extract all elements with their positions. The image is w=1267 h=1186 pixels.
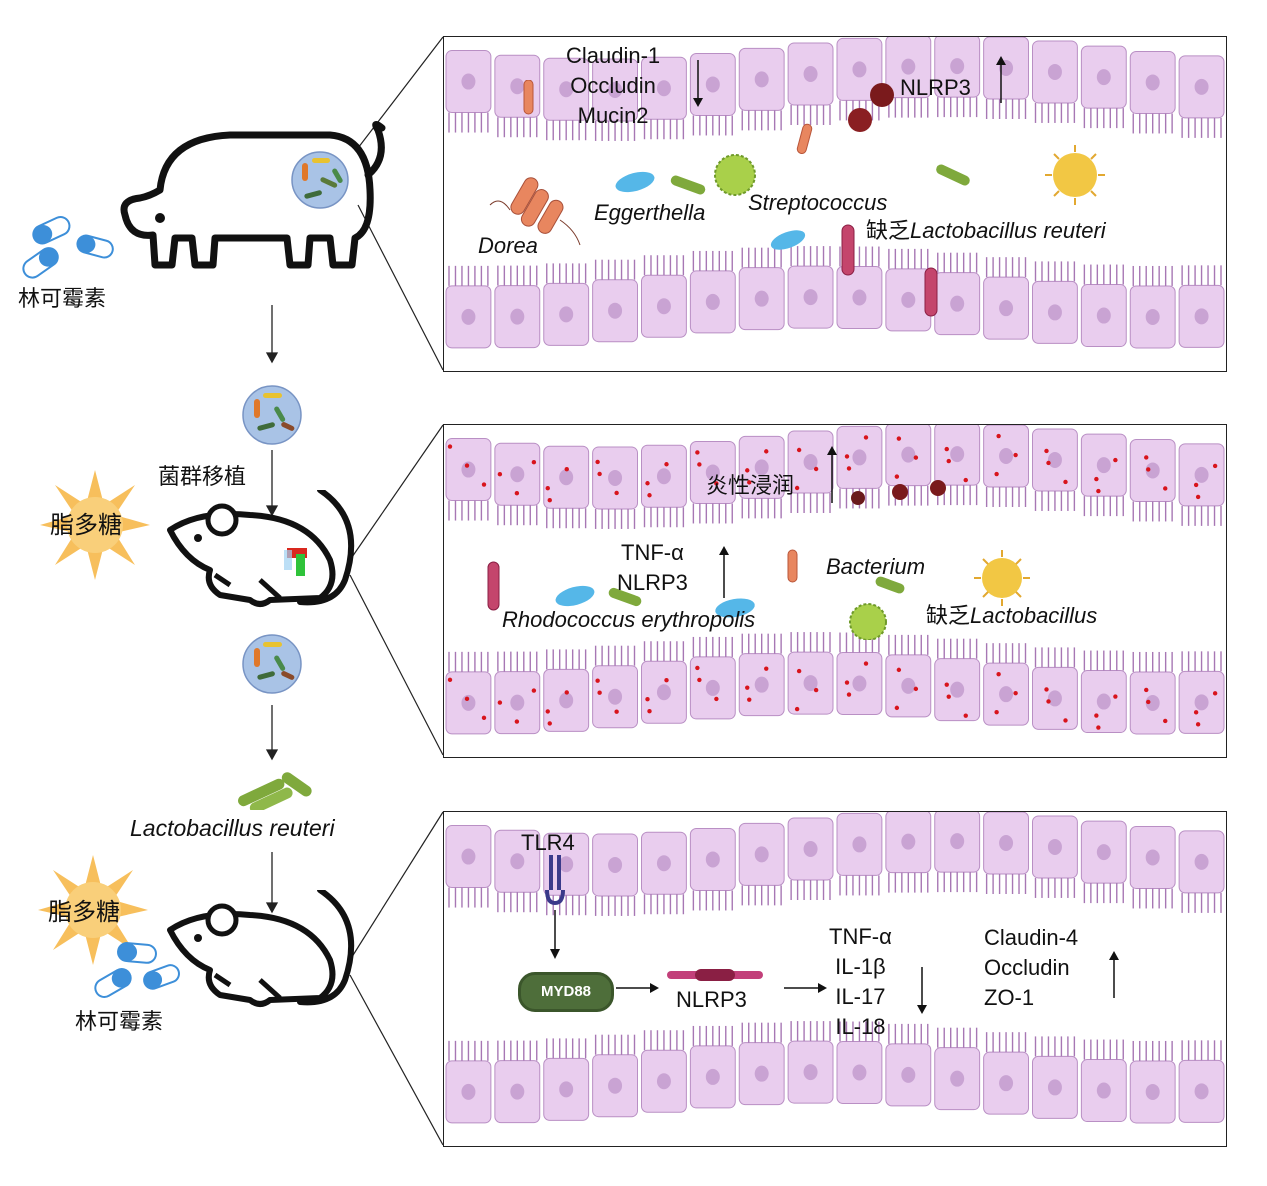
cytokine-item: TNF-α — [621, 540, 684, 565]
microbiota-icon-2 — [242, 634, 302, 694]
microbiota-icon — [242, 385, 302, 445]
pig-icon — [120, 121, 386, 269]
cytokine-item: NLRP3 — [617, 570, 688, 595]
panel2-cytokine-list: TNF-α NLRP3 — [617, 538, 688, 598]
lack-lactobacillus-reuteri-label: 缺乏Lactobacillus reuteri — [866, 218, 1106, 245]
up-arrow-icon-3 — [719, 546, 729, 598]
lps-burst-icon-2 — [38, 855, 148, 965]
lack-prefix-2: 缺乏 — [926, 604, 971, 629]
panel-lps-mouse — [443, 424, 1227, 758]
down-arrow-icon — [693, 60, 703, 107]
antibiotic-label-top: 林可霉素 — [18, 287, 107, 312]
fmt-label: 菌群移植 — [158, 465, 247, 490]
mouse-icon — [167, 490, 355, 607]
mouse-icon-2 — [167, 890, 355, 1007]
strain-label: Lactobacillus reuteri — [130, 815, 335, 841]
right-arrow-icon-2 — [784, 983, 827, 993]
antibiotic-label-bottom: 林可霉素 — [75, 1010, 164, 1035]
nlrp3-complex-icon — [667, 969, 763, 981]
antibiotic-capsules-icon — [22, 216, 114, 279]
protein-item: Occludin — [570, 73, 656, 98]
cytokine-item: IL-1β — [835, 954, 886, 979]
repaired-epithelium-illustration — [445, 812, 1225, 1124]
barrier-protein-list: Claudin-1 Occludin Mucin2 — [566, 41, 660, 131]
protein-item: Claudin-1 — [566, 43, 661, 68]
bacteria-label-eggerthella: Eggerthella — [594, 200, 706, 225]
panel-antibiotic-pig — [443, 36, 1227, 372]
up-arrow-icon-2 — [827, 446, 837, 503]
lps-label-2: 脂多糖 — [48, 898, 120, 926]
cytokine-list: TNF-α IL-1β IL-17 IL-18 — [829, 922, 892, 1042]
right-arrow-icon — [616, 983, 659, 993]
lack-species: Lactobacillus reuteri — [910, 218, 1106, 243]
up-arrow-icon-4 — [1109, 951, 1119, 998]
antibiotic-capsules-icon-2 — [94, 942, 180, 998]
bacteria-label-dorea: Dorea — [478, 233, 538, 258]
tight-junction-item: Occludin — [984, 955, 1070, 980]
rhodococcus-label: Rhodococcus erythropolis — [502, 607, 756, 632]
bacterium-label: Bacterium — [826, 554, 926, 579]
tight-junction-list: Claudin-4 Occludin ZO-1 — [984, 923, 1078, 1013]
panel1-microbes — [489, 80, 1105, 317]
lps-burst-icon — [40, 470, 150, 580]
panel2-microbes — [487, 480, 1030, 640]
bacteria-label-streptococcus: Streptococcus — [748, 190, 888, 215]
tlr4-receptor-icon — [545, 855, 565, 959]
inflammation-label: 炎性浸润 — [706, 474, 795, 499]
cytokine-item: TNF-α — [829, 924, 892, 949]
up-arrow-icon — [996, 56, 1006, 103]
nlrp3-label-3: NLRP3 — [676, 987, 747, 1012]
tight-junction-item: Claudin-4 — [984, 925, 1079, 950]
myd88-badge: MYD88 — [518, 972, 614, 1012]
lack-prefix: 缺乏 — [866, 219, 911, 244]
nlrp3-label-1: NLRP3 — [900, 75, 971, 100]
tlr4-label: TLR4 — [521, 830, 575, 855]
protein-item: Mucin2 — [577, 103, 649, 128]
tight-junction-item: ZO-1 — [984, 985, 1035, 1010]
cytokine-item: IL-18 — [835, 1014, 886, 1039]
lack-species-2: Lactobacillus — [970, 603, 1098, 628]
lactobacillus-icon — [238, 772, 312, 810]
epithelium-illustration — [445, 37, 1225, 349]
cytokine-item: IL-17 — [835, 984, 886, 1009]
lack-lactobacillus-label: 缺乏Lactobacillus — [926, 603, 1097, 630]
down-arrow-icon-2 — [917, 967, 927, 1014]
lps-label-1: 脂多糖 — [50, 511, 122, 539]
inflamed-epithelium-illustration — [445, 425, 1225, 735]
